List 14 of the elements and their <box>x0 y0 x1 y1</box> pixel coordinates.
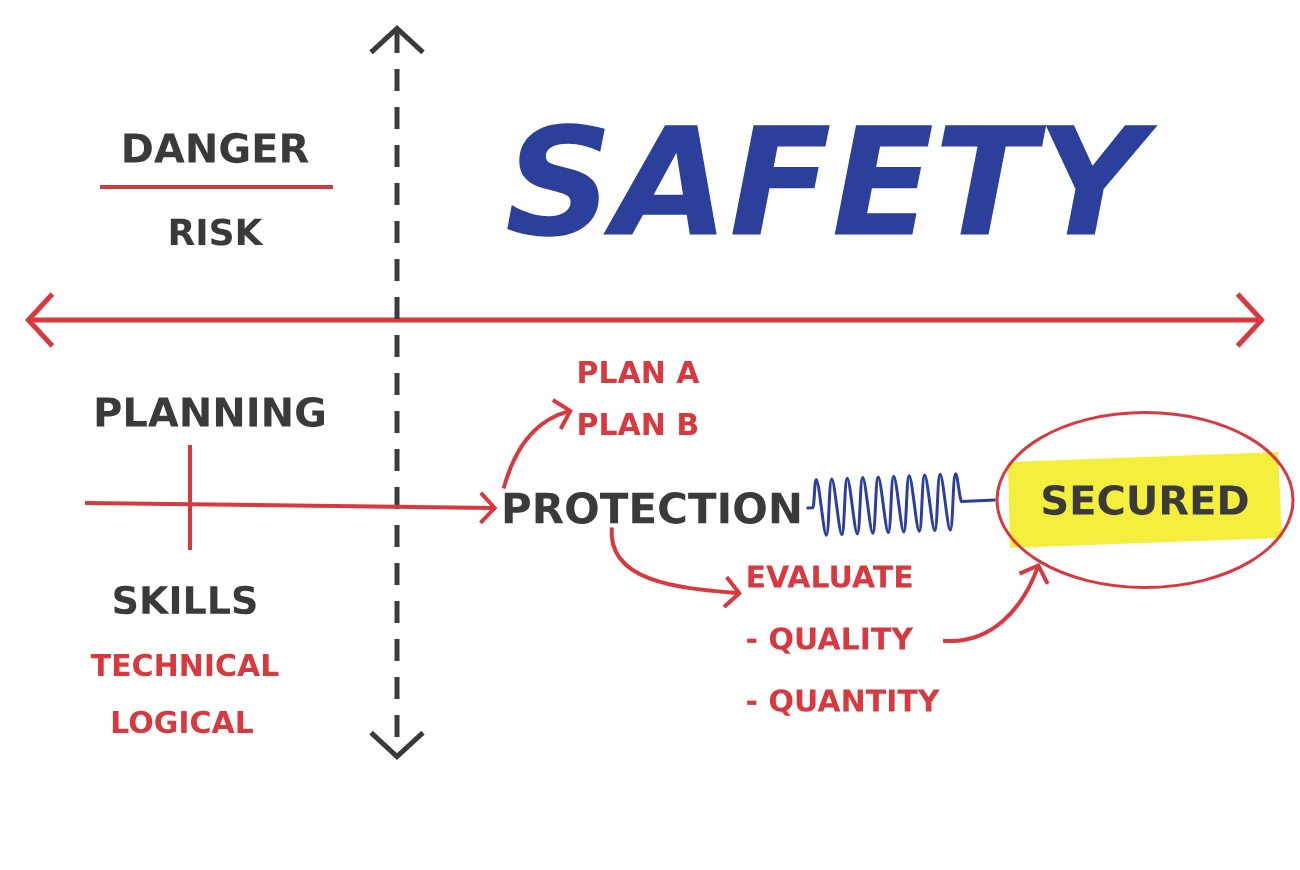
evaluation-list: EVALUATE - QUALITY - QUANTITY <box>747 565 940 716</box>
arrow <box>943 562 1050 643</box>
arrow <box>84 491 498 525</box>
arrow <box>609 527 742 609</box>
word-label: RISK <box>170 218 264 246</box>
word-label: DANGER <box>124 132 309 164</box>
word-label: TECHNICAL <box>90 653 279 677</box>
arrow <box>501 398 573 490</box>
word-label: PLANNING <box>96 396 324 428</box>
word-label: LOGICAL <box>112 710 254 734</box>
plan-list: PLAN A PLAN B <box>579 361 700 435</box>
word-label: SKILLS <box>114 585 256 615</box>
protection-label: PROTECTION <box>504 492 800 524</box>
title: SAFETY <box>507 123 1158 237</box>
